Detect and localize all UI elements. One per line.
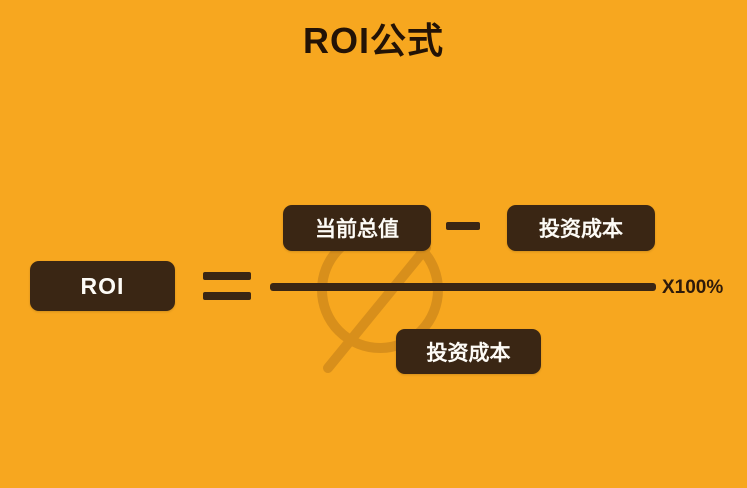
numerator-investment-cost-label: 投资成本 bbox=[539, 218, 623, 241]
numerator-current-value-label: 当前总值 bbox=[315, 218, 399, 241]
roi-result-box: ROI bbox=[30, 261, 175, 311]
roi-result-label: ROI bbox=[80, 272, 125, 299]
equals-bottom-bar bbox=[203, 292, 251, 300]
page-title: ROI公式 bbox=[302, 20, 444, 61]
equals-icon bbox=[203, 272, 251, 300]
denominator-investment-cost-label: 投资成本 bbox=[426, 341, 511, 365]
numerator-current-value-box: 当前总值 bbox=[283, 205, 431, 251]
fraction-line bbox=[270, 283, 656, 291]
equals-top-bar bbox=[203, 272, 251, 280]
multiplier-label: X100% bbox=[662, 277, 724, 298]
denominator-investment-cost-box: 投资成本 bbox=[396, 329, 541, 374]
numerator-investment-cost-box: 投资成本 bbox=[507, 205, 655, 251]
minus-icon bbox=[446, 222, 480, 230]
